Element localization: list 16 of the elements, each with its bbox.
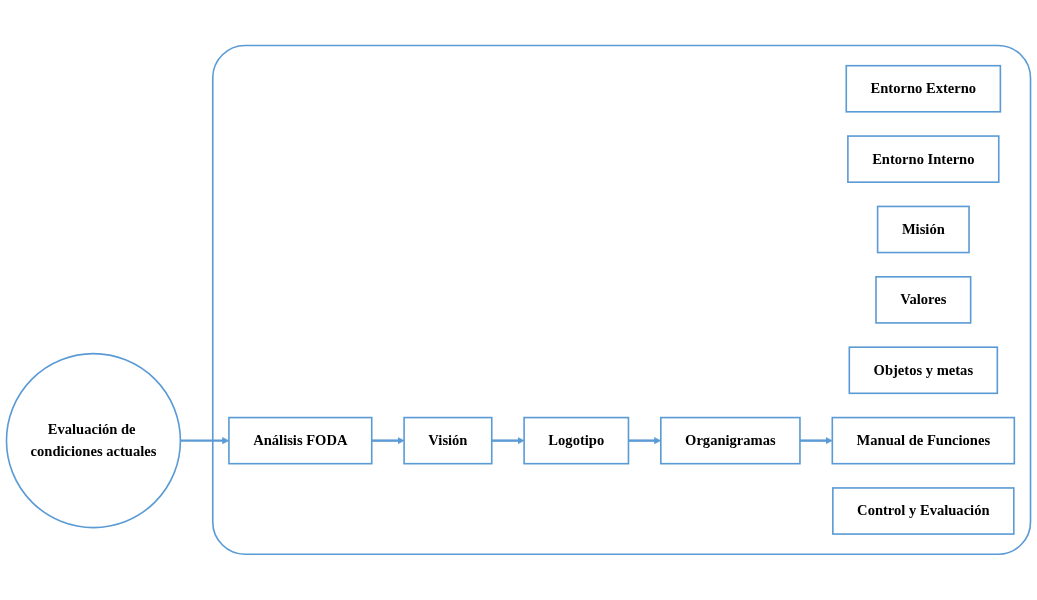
node-box: Entorno Interno — [847, 135, 1000, 184]
node-box: Valores — [875, 276, 972, 324]
node-box: Control y Evaluación — [832, 487, 1015, 535]
arrow — [799, 437, 833, 445]
node-box: Misión — [876, 205, 970, 254]
node-box: Manual de Funciones — [831, 416, 1016, 465]
node-box: Análisis FODA — [228, 416, 373, 465]
arrow — [491, 437, 525, 445]
node-circle: Evaluación de condiciones actuales — [5, 353, 182, 529]
cluster — [211, 44, 1032, 556]
node-box: Entorno Externo — [845, 65, 1002, 113]
node-box: Visión — [403, 416, 493, 465]
node-box: Logotipo — [523, 416, 630, 465]
node-box: Objetos y metas — [848, 346, 999, 395]
node-box: Organigramas — [660, 416, 801, 465]
arrow — [371, 437, 405, 445]
